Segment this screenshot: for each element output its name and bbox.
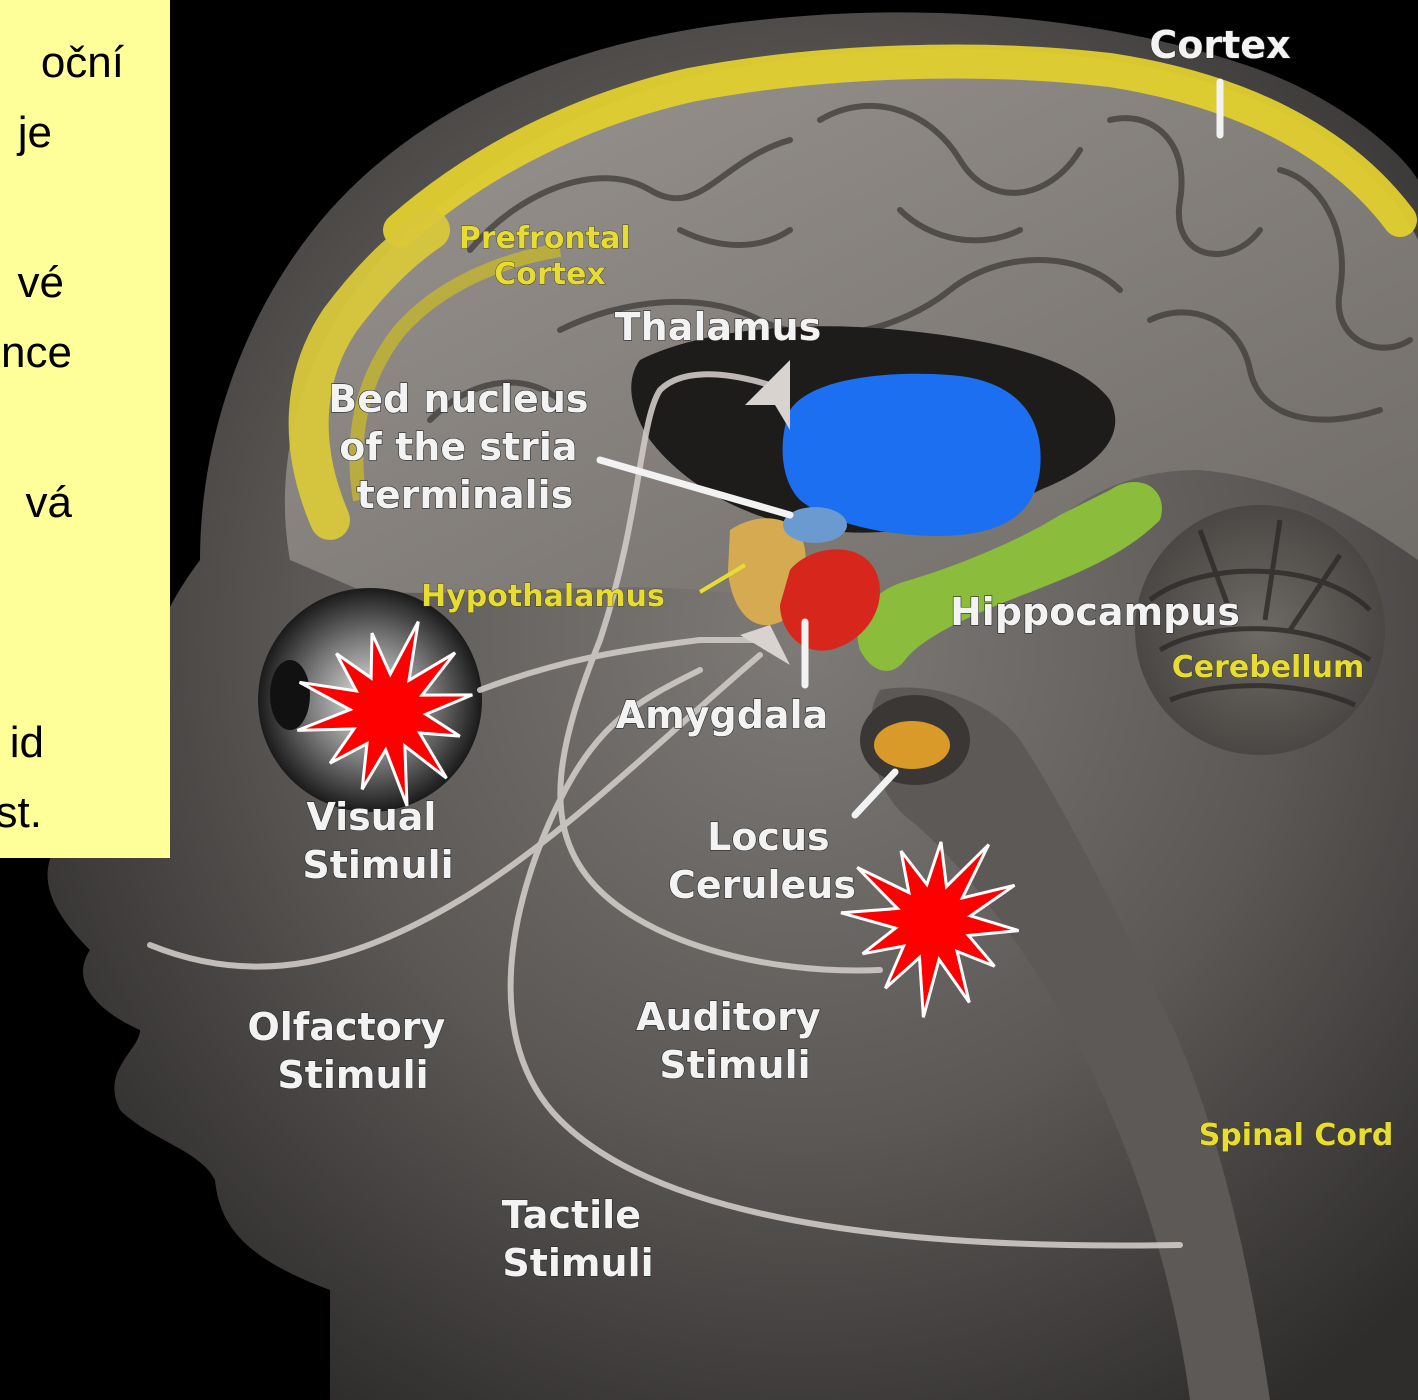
side-note-line-5: vá	[26, 478, 72, 528]
label-bed-nucleus-line2: of the stria	[339, 425, 577, 469]
label-cortex: Cortex	[1149, 23, 1290, 67]
label-spinal-cord: Spinal Cord	[1199, 1118, 1394, 1153]
label-bed-nucleus-line3: terminalis	[357, 473, 574, 517]
label-hypothalamus: Hypothalamus	[421, 579, 665, 614]
side-note-line-6: id	[10, 718, 44, 768]
label-bed-nucleus: Bed nucleus of the stria terminalis	[328, 377, 602, 517]
label-locus-ceruleus-line1: Locus	[707, 815, 830, 859]
locus-ceruleus-shape	[874, 721, 950, 769]
label-thalamus: Thalamus	[615, 305, 822, 349]
side-note-line-7: st.	[0, 788, 42, 838]
side-note-line-2: je	[18, 108, 52, 158]
side-note-panel: oční je vé nce vá id st.	[0, 0, 170, 858]
label-prefrontal-cortex-line1: Prefrontal	[459, 221, 631, 256]
side-note-line-4: nce	[1, 328, 72, 378]
label-olfactory-stimuli-line2: Stimuli	[277, 1053, 428, 1097]
label-hippocampus: Hippocampus	[950, 590, 1240, 634]
label-bed-nucleus-line1: Bed nucleus	[328, 377, 588, 421]
label-auditory-stimuli-line2: Stimuli	[659, 1043, 810, 1087]
label-prefrontal-cortex-line2: Cortex	[494, 257, 605, 292]
side-note-line-3: vé	[18, 258, 64, 308]
label-cerebellum: Cerebellum	[1172, 650, 1365, 685]
label-auditory-stimuli-line1: Auditory	[636, 995, 821, 1039]
label-visual-stimuli-line2: Stimuli	[302, 843, 453, 887]
label-olfactory-stimuli-line1: Olfactory	[247, 1005, 445, 1049]
bed-nucleus-shape	[783, 507, 847, 543]
label-locus-ceruleus-line2: Ceruleus	[668, 863, 856, 907]
label-tactile-stimuli-line2: Stimuli	[502, 1241, 653, 1285]
label-amygdala: Amygdala	[616, 693, 829, 737]
label-tactile-stimuli-line1: Tactile	[502, 1193, 641, 1237]
label-visual-stimuli-line1: Visual	[306, 795, 436, 839]
side-note-line-1: oční	[41, 38, 124, 88]
